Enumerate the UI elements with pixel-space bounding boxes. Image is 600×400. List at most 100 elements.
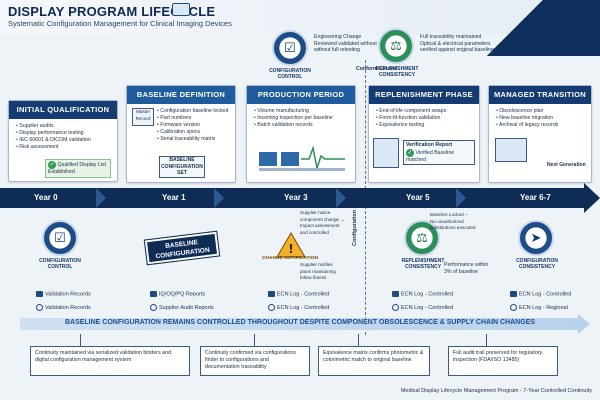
baseline-configuration-set-stamp: BASELINE CONFIGURATION SET [143, 230, 221, 267]
engineering-change-notes: Engineering Change Reviewed validated wi… [314, 34, 377, 53]
timeline-chevron [336, 188, 346, 208]
phase-item: IEC 60601 & DICOM validation [16, 137, 112, 144]
footer-note-box: Equivalence matrix confirms photometric … [318, 346, 430, 376]
folder-icon [268, 291, 275, 297]
next-generation-label: Next Generation [547, 162, 586, 168]
footer-note-box: Continuity confirmed via configurations … [200, 346, 310, 376]
equipment-illustration [373, 138, 399, 168]
monitor-icon [172, 3, 190, 16]
timeline-arrowhead [584, 183, 600, 213]
footer-note-box: Continuity maintained via serialized val… [30, 346, 190, 376]
factory-icon [259, 152, 277, 166]
record-item: ECN Log - Regional [510, 304, 568, 311]
phase-card-managed-transition: MANAGED TRANSITION Obsolescence plan New… [488, 85, 592, 183]
factory-icon [281, 152, 299, 166]
monitor-illustration [495, 138, 527, 162]
record-item: ECN Log - Controlled [392, 304, 453, 311]
replenishment-consistency-seal-top: ⚖ [378, 28, 414, 64]
phase-item: Part numbers [157, 115, 230, 122]
transition-arrow-icon: ➤ [530, 230, 542, 245]
scales-icon: ⚖ [390, 38, 402, 53]
clipboard-check-icon: ☑ [284, 40, 296, 55]
phase-item: Configuration baseline locked [157, 108, 230, 115]
phase-card-production-period: PRODUCTION PERIOD Volume manufacturing I… [246, 85, 356, 183]
phase-item: Form-fit-function validation [376, 115, 474, 122]
check-icon: ✓ [48, 161, 56, 169]
seal-label: CONFIGURATION CONTROL [39, 258, 81, 270]
connector-line [486, 334, 487, 346]
record-item: Validation Records [36, 291, 91, 297]
clipboard-check-icon: ☑ [54, 230, 66, 245]
continuity-banner: BASELINE CONFIGURATION REMAINS CONTROLLE… [64, 319, 536, 326]
seal-label: CONFIGURATION CONSISTENCY [516, 258, 558, 270]
check-icon: ✓ [406, 148, 414, 157]
phase-title: PRODUCTION PERIOD [247, 86, 355, 104]
phase-item: Archival of legacy records [496, 122, 586, 129]
phase-title: REPLENISHMENT PHASE [369, 86, 479, 104]
signal-waveform [301, 145, 345, 171]
header-corner-decoration [450, 0, 600, 56]
timeline-year: Year 6-7 [520, 193, 551, 202]
warning-icon: ! [276, 232, 306, 258]
baseline-config-set-note: BASELINE CONFIGURATION SET [159, 156, 205, 178]
gear-icon [510, 304, 517, 311]
phase-title: BASELINE DEFINITION [127, 86, 235, 104]
continuity-arrowhead [578, 314, 590, 334]
timeline-year: Year 3 [284, 193, 308, 202]
timeline-year: Year 1 [162, 193, 186, 202]
phase-card-initial-qualification: INITIAL QUALIFICATION Supplier audits Di… [8, 100, 118, 182]
conveyor-belt [259, 168, 345, 171]
phase-title: MANAGED TRANSITION [489, 86, 591, 104]
record-item: ECN Log - Controlled [268, 304, 329, 311]
configuration-control-seal: ☑ [42, 220, 78, 256]
connector-line [254, 334, 255, 346]
phase-items: Supplier audits Display performance test… [9, 119, 117, 151]
phase-item: Equivalence testing [376, 122, 474, 129]
phase-items: Configuration baseline locked Part numbe… [127, 104, 235, 143]
page-subtitle: Systematic Configuration Management for … [8, 19, 232, 28]
record-item: ECN Log - Controlled [510, 291, 571, 297]
timeline-chevron [214, 188, 224, 208]
master-record-badge: Master Record [132, 108, 154, 126]
phase-items: Volume manufacturing Incoming inspection… [247, 104, 355, 129]
phase-item: Display performance testing [16, 130, 112, 137]
gear-icon [36, 304, 43, 311]
folder-icon [392, 291, 399, 297]
folder-icon [510, 291, 517, 297]
seal-label: REPLENISHMENT CONSISTENCY [375, 66, 419, 78]
record-item: ECN Log - Controlled [268, 291, 329, 297]
phase-item: Incoming inspection per baseline [254, 115, 350, 122]
gear-icon [150, 304, 157, 311]
phase-title: INITIAL QUALIFICATION [9, 101, 117, 119]
seal-label: REPLENISHMENT CONSISTENCY [401, 258, 445, 270]
phase-card-baseline-definition: BASELINE DEFINITION Master Record Config… [126, 85, 236, 183]
record-item: Supplier Audit Reports [150, 304, 214, 311]
phase-items: Obsolescence plan New baseline migration… [489, 104, 591, 129]
continuity-arrow [20, 318, 580, 330]
configuration-control-seal-top: ☑ [272, 30, 308, 66]
connector-line [80, 334, 81, 346]
phase-item: Firmware version [157, 122, 230, 129]
traceability-notes: Full traceability maintained Optical & e… [420, 34, 494, 53]
configuration-consistency-seal: ➤ [518, 220, 554, 256]
record-item: ECN Log - Controlled [392, 291, 453, 297]
gear-icon [268, 304, 275, 311]
timeline-year: Year 0 [34, 193, 58, 202]
footer-caption: Medical Display Lifecycle Management Pro… [400, 388, 592, 394]
scales-icon: ⚖ [416, 230, 428, 245]
phase-item: Calibration specs [157, 129, 230, 136]
connector-line [358, 334, 359, 346]
timeline-chevron [96, 188, 106, 208]
timeline-ribbon [0, 188, 588, 208]
folder-icon [150, 291, 157, 297]
change-notification-label: CHANGE NOTIFICATION [262, 256, 318, 261]
phase-item: New baseline migration [496, 115, 586, 122]
phase-item: Risk assessment [16, 144, 112, 151]
phase-item: Batch validation records [254, 122, 350, 129]
phase-item: End-of-life component swaps [376, 108, 474, 115]
conform-control-label: Conform Control [356, 66, 398, 72]
